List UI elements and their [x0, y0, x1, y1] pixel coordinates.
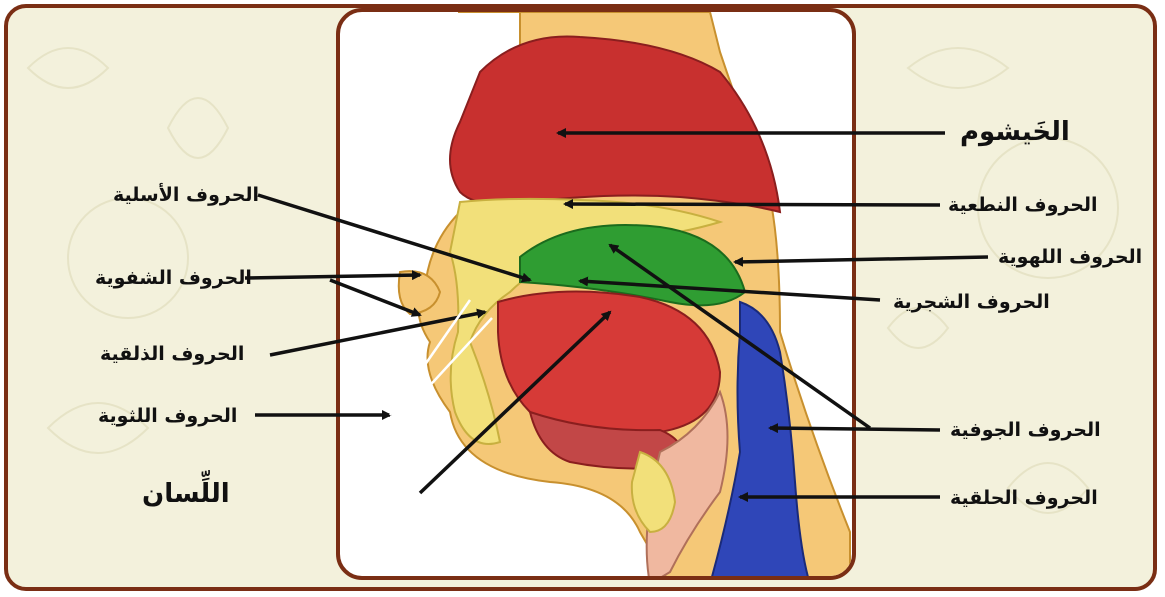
anatomy-figure	[336, 8, 856, 580]
label-lithawiya: الحروف اللثوية	[98, 404, 237, 428]
label-lahawiya: الحروف اللهوية	[998, 245, 1142, 269]
label-asaliya: الحروف الأسلية	[113, 183, 259, 207]
label-dhalqiya: الحروف الذلقية	[100, 342, 244, 366]
label-khayshum: الخَيشوم	[960, 116, 1070, 148]
label-shajariya: الحروف الشجرية	[893, 290, 1050, 314]
label-nitiya: الحروف النطعية	[948, 193, 1098, 217]
nasal-cavity	[450, 36, 780, 212]
label-shafawiya: الحروف الشفوية	[95, 266, 252, 290]
label-halqiya: الحروف الحلقية	[950, 486, 1098, 510]
label-jawfiya: الحروف الجوفية	[950, 418, 1101, 442]
label-lisan: اللِّسان	[142, 478, 230, 510]
